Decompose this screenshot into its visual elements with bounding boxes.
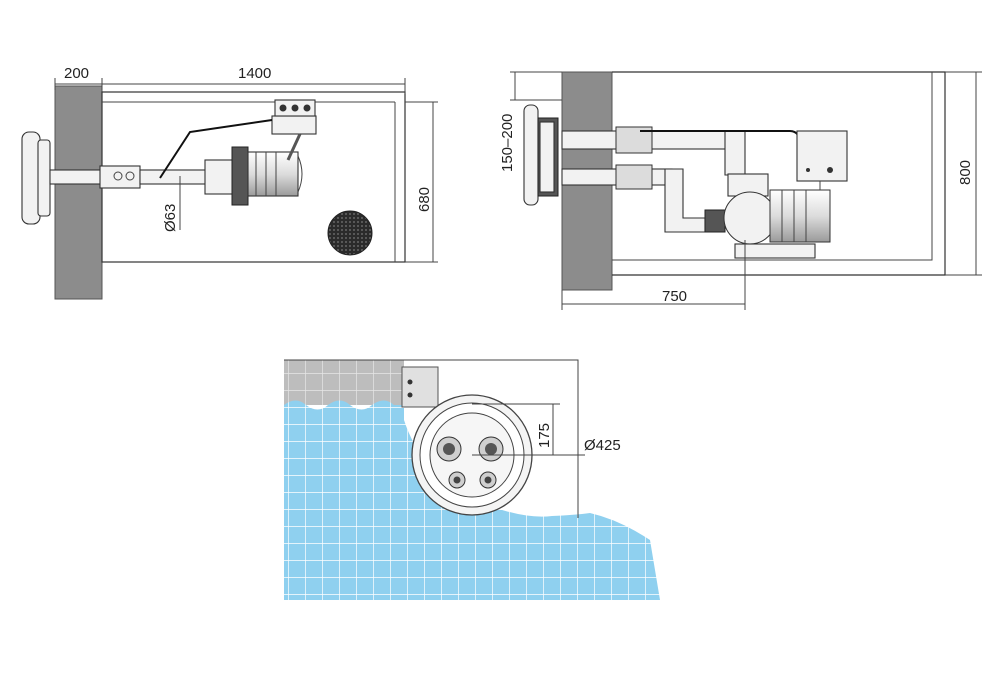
dim-length: 1400: [238, 65, 271, 82]
dim-height: 680: [416, 187, 433, 212]
dim-diameter: Ø425: [584, 437, 621, 454]
pump-top: [204, 146, 303, 206]
pool-wall: [54, 85, 103, 300]
control-box-top: [159, 99, 317, 179]
front-view: 175 Ø425: [284, 359, 660, 600]
side-pump: [704, 173, 831, 259]
side-dimensions: 150–200 750 800: [499, 71, 982, 310]
side-nozzle: [523, 104, 559, 206]
dim-pit-height: 800: [957, 160, 974, 185]
dim-depth-range: 150–200: [499, 114, 516, 172]
dim-wall: 200: [64, 65, 89, 82]
dim-pipe: Ø63: [162, 204, 179, 232]
top-view: 200 1400 680 Ø63: [21, 65, 438, 300]
side-control-box: [796, 130, 848, 190]
jet-nozzle: [21, 131, 211, 225]
side-view: 150–200 750 800: [499, 71, 982, 310]
dim-offset: 175: [536, 423, 553, 448]
top-dimensions: 200 1400 680 Ø63: [54, 65, 438, 263]
dim-pit-depth: 750: [662, 288, 687, 305]
dry-wall-tiles: [284, 360, 404, 405]
front-dimensions: 175 Ø425: [472, 403, 621, 456]
air-grille: [327, 210, 373, 256]
